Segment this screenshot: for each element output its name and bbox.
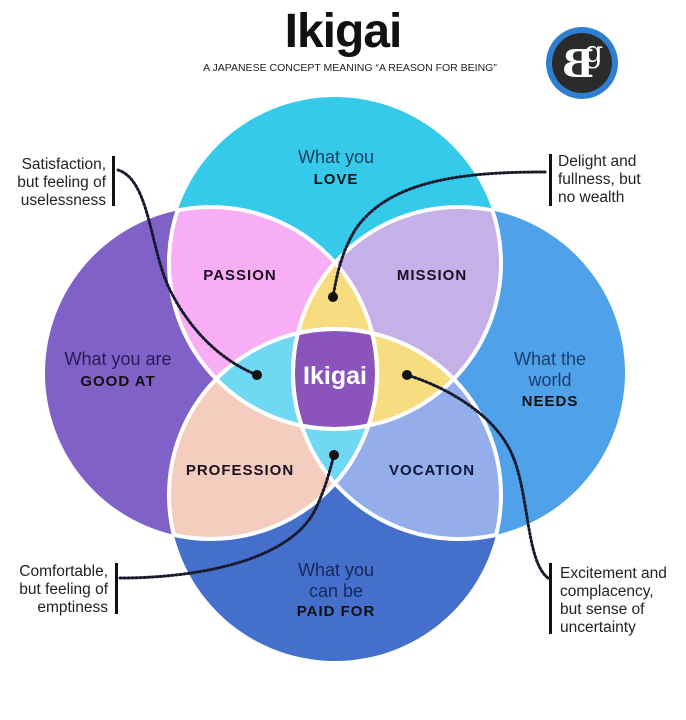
good-at-bold: GOOD AT [80, 373, 155, 390]
note-line: complacency, [560, 583, 654, 600]
note-line: uselessness [20, 192, 106, 209]
connector-top-left [116, 168, 259, 377]
note-top-left: Satisfaction, but feeling of uselessness [0, 156, 106, 210]
outline-good-inner-bottom [169, 329, 379, 541]
good-at-line1: What you are [64, 349, 171, 369]
profession-label: PROFESSION [186, 462, 294, 479]
connector-dot-left [252, 370, 262, 380]
note-bottom-right: Excitement and complacency, but sense of… [560, 565, 685, 637]
note-line: uncertainty [560, 619, 636, 636]
love-line1: What you [298, 147, 374, 167]
logo-letter-g: g [584, 35, 604, 70]
note-line: fullness, but [558, 171, 641, 188]
passion-label: PASSION [203, 267, 276, 284]
note-bar-top-left [112, 156, 115, 206]
connector-top-right [331, 170, 547, 299]
note-line: but feeling of [17, 174, 106, 191]
outline-paid-inner-right [293, 327, 503, 539]
needs-line1: What the [514, 349, 586, 369]
note-line: Satisfaction, [21, 156, 106, 173]
paid-bold: PAID FOR [297, 603, 376, 620]
note-line: Delight and [558, 153, 637, 170]
vocation-label: VOCATION [389, 462, 475, 479]
connector-dot-right [402, 370, 412, 380]
note-line: emptiness [37, 599, 108, 616]
connector-bottom-left [118, 453, 336, 580]
note-line: Excitement and [560, 565, 667, 582]
note-bar-bottom-left [115, 563, 118, 614]
paid-line1: What you [298, 560, 374, 580]
note-bottom-left: Comfortable, but feeling of emptiness [0, 563, 108, 617]
note-bar-top-right [549, 154, 552, 206]
note-bar-bottom-right [549, 563, 552, 634]
outline-love-inner-right [293, 207, 503, 431]
note-line: but sense of [560, 601, 645, 618]
outline-needs-inner-bottom [291, 329, 501, 541]
needs-bold: NEEDS [522, 393, 579, 410]
love-bold: LOVE [314, 171, 359, 188]
note-top-right: Delight and fullness, but no wealth [558, 153, 683, 207]
page-subtitle: A JAPANESE CONCEPT MEANING “A REASON FOR… [203, 62, 497, 74]
ikigai-center-label: Ikigai [303, 362, 367, 390]
note-line: but feeling of [19, 581, 108, 598]
note-line: Comfortable, [19, 563, 108, 580]
connector-dot-top [328, 292, 338, 302]
connector-bottom-right [405, 373, 550, 580]
brand-logo: B g [546, 27, 618, 99]
mission-label: MISSION [397, 267, 467, 284]
connector-dot-bottom [329, 450, 339, 460]
needs-line2: world [527, 370, 571, 390]
logo-badge: B g [552, 33, 612, 93]
paid-line2: can be [309, 581, 363, 601]
note-line: no wealth [558, 189, 625, 206]
page-title: Ikigai [284, 5, 403, 58]
